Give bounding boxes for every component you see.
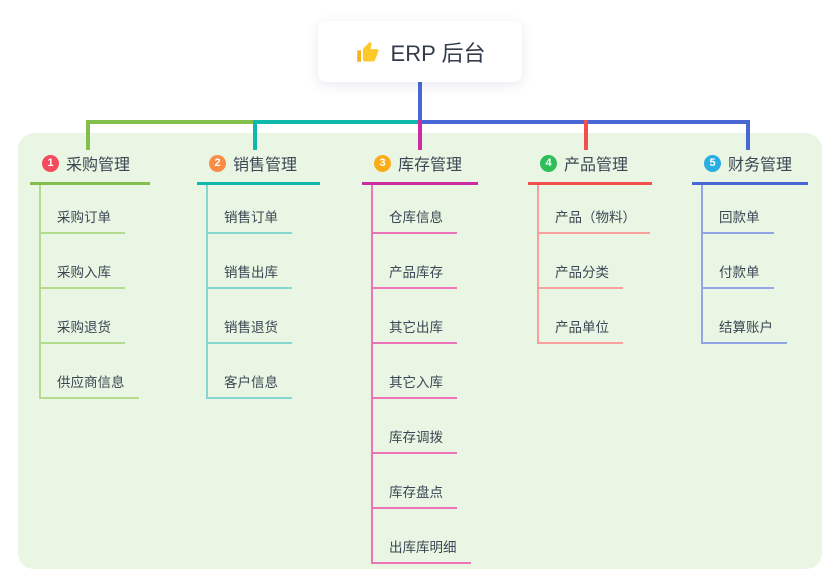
connector-drop-finance: [746, 120, 750, 150]
child-row: 出库库明细: [373, 509, 471, 564]
child-row: 付款单: [703, 234, 787, 289]
child-row: 采购退货: [41, 289, 139, 344]
child-node[interactable]: 采购入库: [41, 261, 125, 289]
branch-1: 1 采购管理 采购订单采购入库采购退货供应商信息: [30, 148, 150, 399]
mindmap-canvas[interactable]: [18, 133, 822, 569]
child-row: 库存盘点: [373, 454, 471, 509]
child-node[interactable]: 产品分类: [539, 261, 623, 289]
branch-node[interactable]: 4 产品管理: [528, 148, 652, 185]
child-node[interactable]: 仓库信息: [373, 206, 457, 234]
branch-number-badge: 5: [704, 154, 721, 172]
branch-node[interactable]: 3 库存管理: [362, 148, 478, 185]
child-row: 产品分类: [539, 234, 650, 289]
child-node[interactable]: 回款单: [703, 206, 774, 234]
child-node[interactable]: 销售退货: [208, 316, 292, 344]
branch-label: 采购管理: [66, 157, 131, 174]
connector-drop-sales: [253, 120, 257, 150]
child-node[interactable]: 付款单: [703, 261, 774, 289]
connector-root-stem: [418, 82, 422, 122]
child-row: 库存调拨: [373, 399, 471, 454]
branch-children: 采购订单采购入库采购退货供应商信息: [39, 185, 139, 399]
root-title: ERP 后台: [390, 40, 486, 66]
child-row: 供应商信息: [41, 344, 139, 399]
child-node[interactable]: 销售订单: [208, 206, 292, 234]
child-row: 采购订单: [41, 185, 139, 234]
child-node[interactable]: 出库库明细: [373, 536, 471, 564]
branch-number-badge: 1: [42, 154, 59, 172]
branch-number-badge: 3: [374, 154, 391, 172]
branch-number-badge: 2: [209, 154, 226, 172]
child-row: 产品库存: [373, 234, 471, 289]
child-row: 结算账户: [703, 289, 787, 344]
branch-5: 5 财务管理 回款单付款单结算账户: [692, 148, 808, 344]
child-node[interactable]: 产品库存: [373, 261, 457, 289]
child-row: 客户信息: [208, 344, 292, 399]
child-node[interactable]: 客户信息: [208, 371, 292, 399]
child-node[interactable]: 库存调拨: [373, 426, 457, 454]
child-node[interactable]: 采购退货: [41, 316, 125, 344]
child-node[interactable]: 销售出库: [208, 261, 292, 289]
child-row: 销售出库: [208, 234, 292, 289]
child-node[interactable]: 其它出库: [373, 316, 457, 344]
root-node[interactable]: ERP 后台: [318, 21, 522, 82]
connector-trunk-teal: [255, 120, 420, 124]
connector-drop-product: [584, 120, 588, 150]
child-node[interactable]: 结算账户: [703, 316, 787, 344]
branch-2: 2 销售管理 销售订单销售出库销售退货客户信息: [197, 148, 320, 399]
child-node[interactable]: 采购订单: [41, 206, 125, 234]
branch-number-badge: 4: [540, 154, 557, 172]
branch-node[interactable]: 2 销售管理: [197, 148, 320, 185]
thumbs-up-icon: [355, 39, 381, 65]
branch-node[interactable]: 5 财务管理: [692, 148, 808, 185]
child-row: 产品单位: [539, 289, 650, 344]
branch-label: 库存管理: [398, 157, 463, 174]
branch-4: 4 产品管理 产品（物料） 产品分类产品单位: [528, 148, 652, 344]
child-row: 仓库信息: [373, 185, 471, 234]
child-node[interactable]: 供应商信息: [41, 371, 139, 399]
child-row: 产品（物料）: [539, 185, 650, 234]
child-node[interactable]: 产品（物料）: [539, 206, 650, 234]
child-node[interactable]: 库存盘点: [373, 481, 457, 509]
branch-children: 仓库信息产品库存其它出库其它入库库存调拨库存盘点出库库明细: [371, 185, 471, 564]
child-row: 回款单: [703, 185, 787, 234]
branch-children: 回款单付款单结算账户: [701, 185, 787, 344]
child-row: 采购入库: [41, 234, 139, 289]
branch-node[interactable]: 1 采购管理: [30, 148, 150, 185]
child-node[interactable]: 其它入库: [373, 371, 457, 399]
connector-trunk-green: [86, 120, 257, 124]
branch-3: 3 库存管理 仓库信息产品库存其它出库其它入库库存调拨库存盘点出库库明细: [362, 148, 478, 564]
connector-drop-inventory: [418, 120, 422, 150]
branch-label: 产品管理: [564, 157, 629, 174]
child-row: 销售退货: [208, 289, 292, 344]
connector-drop-purchase: [86, 120, 90, 150]
child-row: 销售订单: [208, 185, 292, 234]
branch-children: 产品（物料） 产品分类产品单位: [537, 185, 650, 344]
branch-label: 财务管理: [728, 157, 793, 174]
child-node[interactable]: 产品单位: [539, 316, 623, 344]
branch-label: 销售管理: [233, 157, 298, 174]
child-row: 其它入库: [373, 344, 471, 399]
branch-children: 销售订单销售出库销售退货客户信息: [206, 185, 292, 399]
child-row: 其它出库: [373, 289, 471, 344]
